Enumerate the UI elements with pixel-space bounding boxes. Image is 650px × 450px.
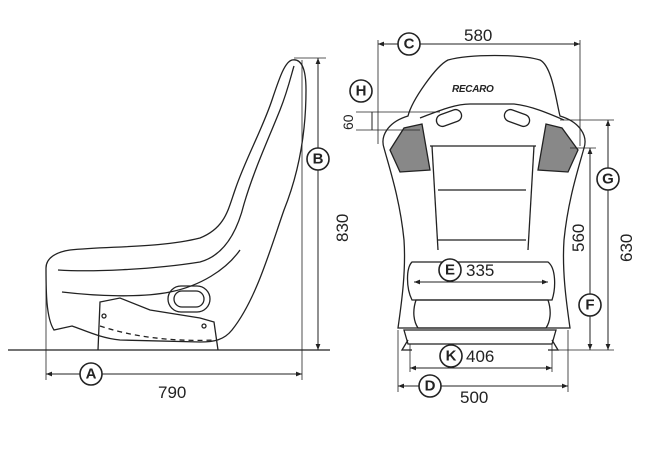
seat-front-outline	[382, 54, 586, 329]
side-hole	[167, 285, 211, 313]
badge-d-circle	[418, 374, 442, 398]
bolster-right	[537, 123, 579, 173]
badge-k-circle	[439, 344, 463, 368]
badge-f: F	[585, 297, 594, 314]
foot-right	[548, 339, 560, 351]
bracket-dashed-line	[99, 325, 215, 342]
brand-logo: RECARO	[452, 84, 494, 95]
badge-a: A	[86, 366, 97, 383]
bracket-bolt	[201, 323, 207, 329]
seat-base	[403, 329, 557, 345]
badge-c: C	[404, 36, 415, 53]
harness-slot-right	[503, 108, 531, 128]
dim-k-value: 406	[466, 347, 494, 366]
seat-cushion	[406, 261, 556, 301]
badge-g: G	[602, 171, 614, 188]
badge-k: K	[446, 348, 457, 365]
badge-f-circle	[578, 293, 602, 317]
mounting-bracket	[97, 297, 219, 351]
badge-c-circle	[397, 32, 421, 56]
dim-g-value: 630	[617, 234, 636, 262]
dim-a-value: 790	[158, 383, 186, 402]
seat-side-inner-line	[57, 65, 295, 272]
badge-e: E	[445, 262, 455, 279]
foot-left	[400, 339, 412, 351]
dim-e-value: 335	[466, 261, 494, 280]
dim-h-value: 60	[340, 114, 356, 130]
badge-g-circle	[596, 167, 620, 191]
dim-d-value: 500	[460, 388, 488, 407]
badge-b-circle	[306, 147, 330, 171]
back-panel-side	[527, 145, 535, 251]
dim-f-value: 560	[569, 224, 588, 252]
badge-d: D	[425, 378, 436, 395]
badge-b: B	[313, 151, 324, 168]
dim-b-value: 830	[333, 214, 352, 242]
seat-side-outline	[45, 59, 307, 343]
badge-h: H	[356, 83, 367, 100]
seat-front-inner-line	[419, 103, 565, 121]
dim-c-value: 580	[464, 26, 492, 45]
badge-h-circle	[349, 79, 373, 103]
badges	[79, 32, 620, 398]
side-view	[8, 57, 330, 380]
badge-a-circle	[79, 362, 103, 386]
badge-e-circle	[438, 258, 462, 282]
harness-slot-left	[435, 108, 463, 128]
bolster-left	[389, 123, 431, 173]
back-panel-side	[431, 145, 439, 251]
seat-cushion-front	[413, 299, 551, 329]
seat-side-lower-line	[61, 249, 241, 297]
bracket-bolt	[101, 313, 107, 319]
side-hole-inner	[173, 290, 205, 308]
